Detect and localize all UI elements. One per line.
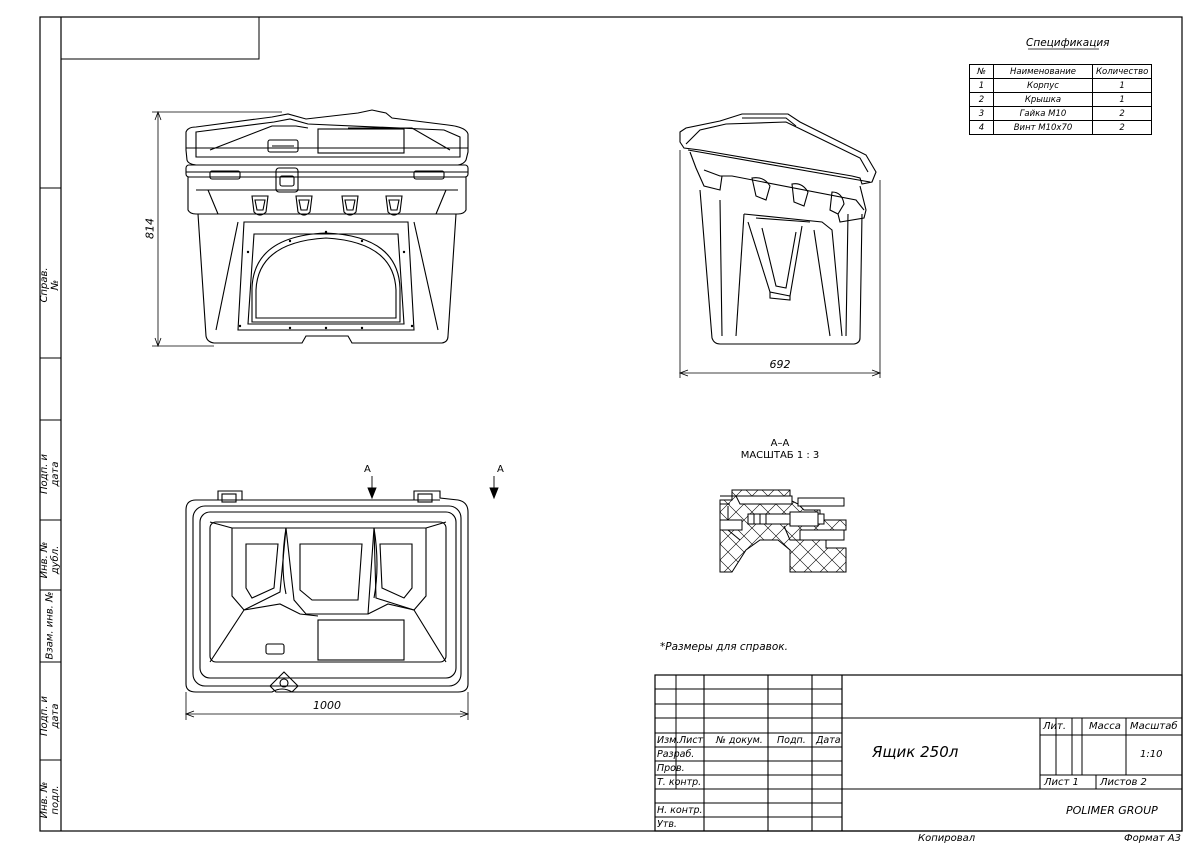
tb-role-tech-control: Т. контр. [657, 777, 702, 788]
tb-col-sign: Подп. [777, 735, 806, 746]
tb-role-developer: Разраб. [657, 749, 695, 760]
spec-cell: 4 [969, 120, 994, 135]
spec-cell: Гайка М10 [993, 106, 1093, 121]
spec-cell: 2 [1091, 106, 1153, 121]
document-name: Ящик 250л [872, 743, 959, 761]
spec-row: 4 Винт М10х70 2 [969, 120, 1153, 135]
side-label-repl-inv: Взам. инв. № [44, 591, 56, 660]
side-label-sign-date-2: Подп. и дата [39, 696, 61, 736]
spec-header-name: Наименование [993, 64, 1093, 79]
spec-cell: 2 [969, 92, 994, 107]
section-scale: МАСШТАБ 1 : 3 [740, 450, 820, 461]
tb-col-sheet: Лист [679, 735, 704, 746]
spec-row: 1 Корпус 1 [969, 78, 1153, 93]
tb-copied: Копировал [918, 833, 976, 844]
section-detail [719, 489, 847, 573]
front-view [185, 109, 469, 344]
section-marker-right-label: А [497, 464, 504, 475]
side-label-sign-date-1: Подп. и дата [39, 454, 61, 494]
tb-scale-value: 1:10 [1140, 749, 1163, 760]
spec-table: № Наименование Количество 1 Корпус 1 2 К… [969, 64, 1153, 135]
tb-scale-label: Масштаб [1130, 721, 1178, 732]
sheet-frame [39, 16, 1183, 832]
height-dimension [152, 110, 282, 348]
spec-header-qty: Количество [1091, 64, 1153, 79]
spec-cell: 3 [969, 106, 994, 121]
tb-role-approver: Утв. [657, 819, 677, 830]
depth-dimension [678, 150, 882, 378]
tb-col-change: Изм. [657, 735, 680, 746]
tb-col-date: Дата [816, 735, 841, 746]
spec-cell: 2 [1091, 120, 1153, 135]
tb-company: POLIMER GROUP [1066, 804, 1158, 817]
side-label-dup-inv: Инв. № дубл. [39, 541, 61, 579]
side-label-orig-inv: Инв. № подл. [39, 781, 61, 819]
tb-role-norm-control: Н. контр. [657, 805, 703, 816]
spec-cell: Крышка [993, 92, 1093, 107]
tb-col-docnum: № докум. [716, 735, 763, 746]
side-view [679, 113, 877, 345]
spec-row: 3 Гайка М10 2 [969, 106, 1153, 121]
tb-role-checker: Пров. [657, 763, 685, 774]
spec-cell: Винт М10х70 [993, 120, 1093, 135]
reference-note: *Размеры для справок. [660, 641, 788, 653]
tb-mass-label: Масса [1089, 721, 1121, 732]
spec-cell: 1 [969, 78, 994, 93]
tb-sheets: Листов 2 [1100, 777, 1147, 788]
height-dimension-value: 814 [143, 218, 157, 239]
width-dimension [184, 692, 470, 720]
tb-lit-label: Лит. [1043, 721, 1067, 732]
spec-cell: Корпус [993, 78, 1093, 93]
spec-row: 2 Крышка 1 [969, 92, 1153, 107]
spec-header-row: № Наименование Количество [969, 64, 1153, 79]
spec-title: Спецификация [1026, 37, 1110, 49]
tb-format: Формат А3 [1124, 833, 1181, 844]
depth-dimension-value: 692 [769, 358, 791, 371]
section-marker-left-label: А [364, 464, 371, 475]
top-view [185, 490, 469, 693]
section-marker [367, 476, 499, 500]
spec-header-num: № [969, 64, 994, 79]
spec-cell: 1 [1091, 78, 1153, 93]
width-dimension-value: 1000 [313, 699, 341, 712]
tb-sheet: Лист 1 [1044, 777, 1079, 788]
title-block-grid [654, 674, 1183, 832]
spec-cell: 1 [1091, 92, 1153, 107]
side-label-ref: Справ. № [39, 267, 61, 303]
section-title: А–А [770, 438, 790, 449]
